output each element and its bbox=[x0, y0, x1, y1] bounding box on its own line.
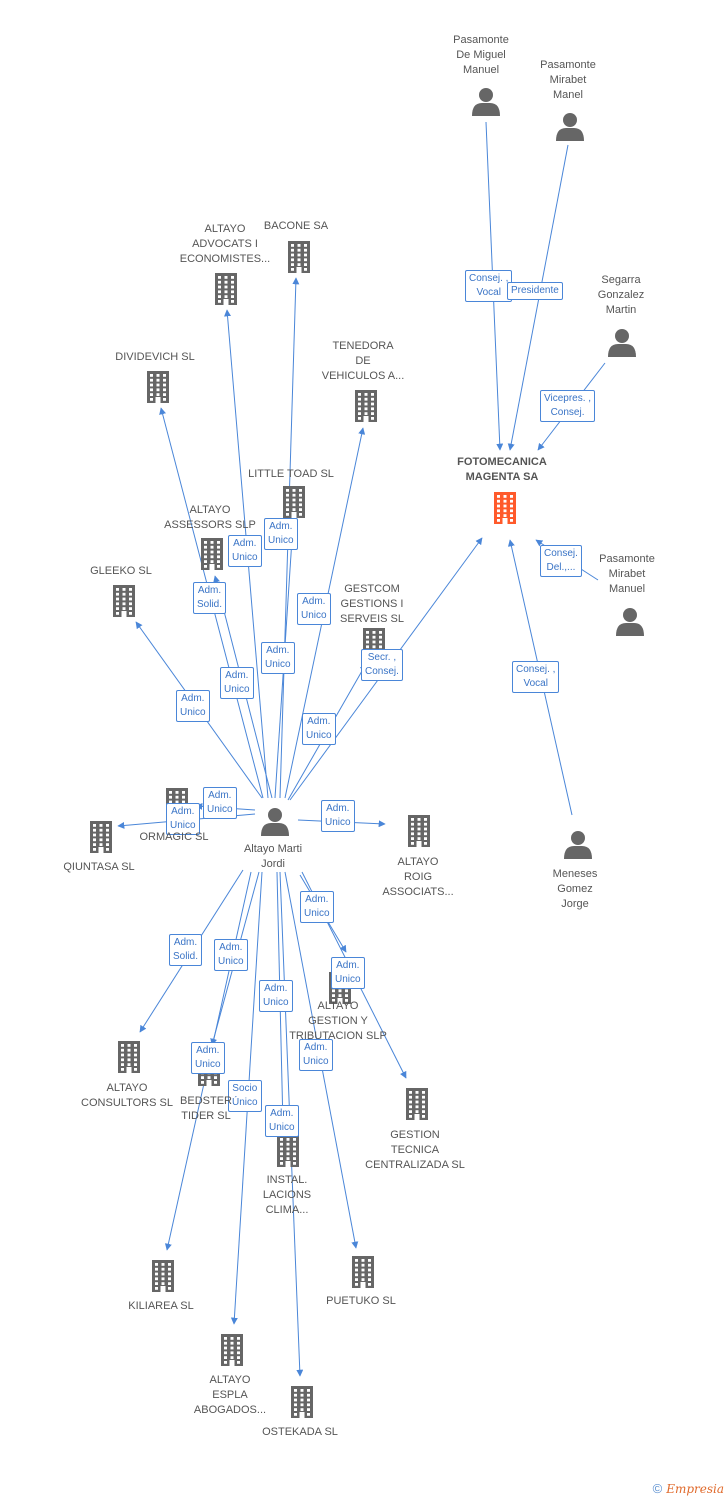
edge-label-altayo_jordi-to-littletoad[interactable]: Adm. Unico bbox=[261, 642, 295, 674]
edge-label-altayo_jordi-to-gleeko[interactable]: Adm. Unico bbox=[176, 690, 210, 722]
node-label-puetuko[interactable]: PUETUKO SL bbox=[326, 1295, 396, 1307]
edge-label-pasamonte_dm-to-fotomecanica[interactable]: Consej. , Vocal bbox=[465, 270, 513, 302]
node-label-pasamonte_mm1[interactable]: Pasamonte Mirabet Manel bbox=[540, 59, 596, 101]
company-tenedora-icon[interactable] bbox=[355, 390, 377, 422]
node-label-altayo_jordi[interactable]: Altayo Marti Jordi bbox=[243, 843, 303, 870]
person-pasamonte_mm1-icon[interactable] bbox=[556, 113, 584, 141]
node-label-meneses[interactable]: Meneses Gomez Jorge bbox=[552, 868, 598, 910]
edge-label-altayo_jordi-to-puetuko[interactable]: Adm. Unico bbox=[299, 1039, 333, 1071]
node-label-tenedora[interactable]: TENEDORA DE VEHICULOS A... bbox=[321, 340, 405, 382]
company-advocats-icon[interactable] bbox=[215, 273, 237, 305]
edge-label-altayo_jordi-to-roig[interactable]: Adm. Unico bbox=[321, 800, 355, 832]
person-altayo_jordi-icon[interactable] bbox=[261, 808, 289, 836]
brand-name: Empresia bbox=[666, 1481, 724, 1496]
node-label-gleeko[interactable]: GLEEKO SL bbox=[90, 565, 152, 577]
edge-label-pasamonte_mm2-to-fotomecanica[interactable]: Consej. Del.,... bbox=[540, 545, 582, 577]
edge-label-segarra-to-fotomecanica[interactable]: Vicepres. , Consej. bbox=[540, 390, 596, 422]
edge-label-altayo_jordi-to-instal[interactable]: Adm. Unico bbox=[259, 980, 293, 1012]
edge-label-altayo_jordi-to-fotomecanica[interactable]: Secr. , Consej. bbox=[361, 649, 403, 681]
edge-label-meneses-to-fotomecanica[interactable]: Consej. , Vocal bbox=[512, 661, 560, 693]
copyright-mark: © bbox=[652, 1481, 663, 1496]
company-gleeko-icon[interactable] bbox=[113, 585, 135, 617]
node-label-consultors[interactable]: ALTAYO CONSULTORS SL bbox=[81, 1082, 173, 1109]
node-label-littletoad[interactable]: LITTLE TOAD SL bbox=[248, 468, 334, 480]
company-assessors-icon[interactable] bbox=[201, 538, 223, 570]
person-meneses-icon[interactable] bbox=[564, 831, 592, 859]
company-instal-icon[interactable] bbox=[277, 1135, 299, 1167]
edge-label-altayo_jordi-to-assessors[interactable]: Adm. Unico bbox=[220, 667, 254, 699]
edge-label-altayo_jordi-to-espla[interactable]: Socio Único bbox=[228, 1080, 262, 1112]
node-label-gestion_tecnica[interactable]: GESTION TECNICA CENTRALIZADA SL bbox=[365, 1129, 465, 1171]
node-label-kiliarea[interactable]: KILIAREA SL bbox=[128, 1300, 194, 1312]
node-label-assessors[interactable]: ALTAYO ASSESSORS SLP bbox=[164, 504, 256, 531]
company-bacone-icon[interactable] bbox=[288, 241, 310, 273]
node-label-ormagic[interactable]: ORMAGIC SL bbox=[139, 831, 209, 843]
node-label-ostekada[interactable]: OSTEKADA SL bbox=[262, 1426, 338, 1438]
edges-layer bbox=[117, 121, 606, 1377]
node-label-pasamonte_dm[interactable]: Pasamonte De Miguel Manuel bbox=[453, 34, 509, 76]
node-label-roig[interactable]: ALTAYO ROIG ASSOCIATS... bbox=[382, 856, 454, 898]
company-dividevich-icon[interactable] bbox=[147, 371, 169, 403]
edge-label-altayo_jordi-to-ormagic[interactable]: Adm. Unico bbox=[203, 787, 237, 819]
node-label-bedster[interactable]: BEDSTER TIDER SL bbox=[180, 1095, 232, 1122]
edge-label-altayo_jordi-to-bacone[interactable]: Adm. Unico bbox=[264, 518, 298, 550]
node-label-advocats[interactable]: ALTAYO ADVOCATS I ECONOMISTES... bbox=[179, 223, 271, 265]
edge-label-altayo_jordi-to-kiliarea[interactable]: Adm. Unico bbox=[191, 1042, 225, 1074]
edge-label-pasamonte_mm1-to-fotomecanica[interactable]: Presidente bbox=[507, 282, 563, 300]
node-label-pasamonte_mm2[interactable]: Pasamonte Mirabet Manuel bbox=[599, 553, 655, 595]
node-label-espla[interactable]: ALTAYO ESPLA ABOGADOS... bbox=[193, 1374, 267, 1416]
edge-label-altayo_jordi-to-qiuntasa[interactable]: Adm. Unico bbox=[166, 803, 200, 835]
edge-label-altayo_jordi-to-bedster[interactable]: Adm. Unico bbox=[214, 939, 248, 971]
node-label-fotomecanica[interactable]: FOTOMECANICA MAGENTA SA bbox=[457, 456, 547, 483]
company-puetuko-icon[interactable] bbox=[352, 1256, 374, 1288]
edge-label-altayo_jordi-to-gestion_tecnica[interactable]: Adm. Unico bbox=[331, 957, 365, 989]
node-label-bacone[interactable]: BACONE SA bbox=[263, 220, 329, 232]
person-pasamonte_mm2-icon[interactable] bbox=[616, 608, 644, 636]
node-label-segarra[interactable]: Segarra Gonzalez Martin bbox=[597, 274, 645, 316]
node-label-qiuntasa[interactable]: QIUNTASA SL bbox=[63, 861, 135, 873]
edge-label-altayo_jordi-to-ostekada[interactable]: Adm. Unico bbox=[265, 1105, 299, 1137]
node-label-dividevich[interactable]: DIVIDEVICH SL bbox=[115, 351, 195, 363]
person-segarra-icon[interactable] bbox=[608, 329, 636, 357]
edge-label-altayo_jordi-to-tributacion[interactable]: Adm. Unico bbox=[300, 891, 334, 923]
company-espla-icon[interactable] bbox=[221, 1334, 243, 1366]
edge-label-altayo_jordi-to-advocats[interactable]: Adm. Unico bbox=[228, 535, 262, 567]
node-label-gestcom[interactable]: GESTCOM GESTIONS I SERVEIS SL bbox=[340, 583, 404, 625]
company-fotomecanica-icon[interactable] bbox=[494, 492, 516, 524]
person-pasamonte_dm-icon[interactable] bbox=[472, 88, 500, 116]
company-gestion_tecnica-icon[interactable] bbox=[406, 1088, 428, 1120]
node-label-instal[interactable]: INSTAL. LACIONS CLIMA... bbox=[262, 1174, 312, 1216]
edge-label-altayo_jordi-to-gestcom[interactable]: Adm. Unico bbox=[302, 713, 336, 745]
company-kiliarea-icon[interactable] bbox=[152, 1260, 174, 1292]
edge-label-altayo_jordi-to-dividevich[interactable]: Adm. Solid. bbox=[193, 582, 227, 614]
company-qiuntasa-icon[interactable] bbox=[90, 821, 112, 853]
company-littletoad-icon[interactable] bbox=[283, 486, 305, 518]
company-consultors-icon[interactable] bbox=[118, 1041, 140, 1073]
edge-label-altayo_jordi-to-tenedora[interactable]: Adm. Unico bbox=[297, 593, 331, 625]
company-roig-icon[interactable] bbox=[408, 815, 430, 847]
node-label-tributacion[interactable]: ALTAYO GESTION Y TRIBUTACION SLP bbox=[289, 1000, 387, 1042]
brand-logo: © Empresia bbox=[653, 1481, 724, 1496]
company-ostekada-icon[interactable] bbox=[291, 1386, 313, 1418]
edge-label-altayo_jordi-to-consultors[interactable]: Adm. Solid. bbox=[169, 934, 203, 966]
